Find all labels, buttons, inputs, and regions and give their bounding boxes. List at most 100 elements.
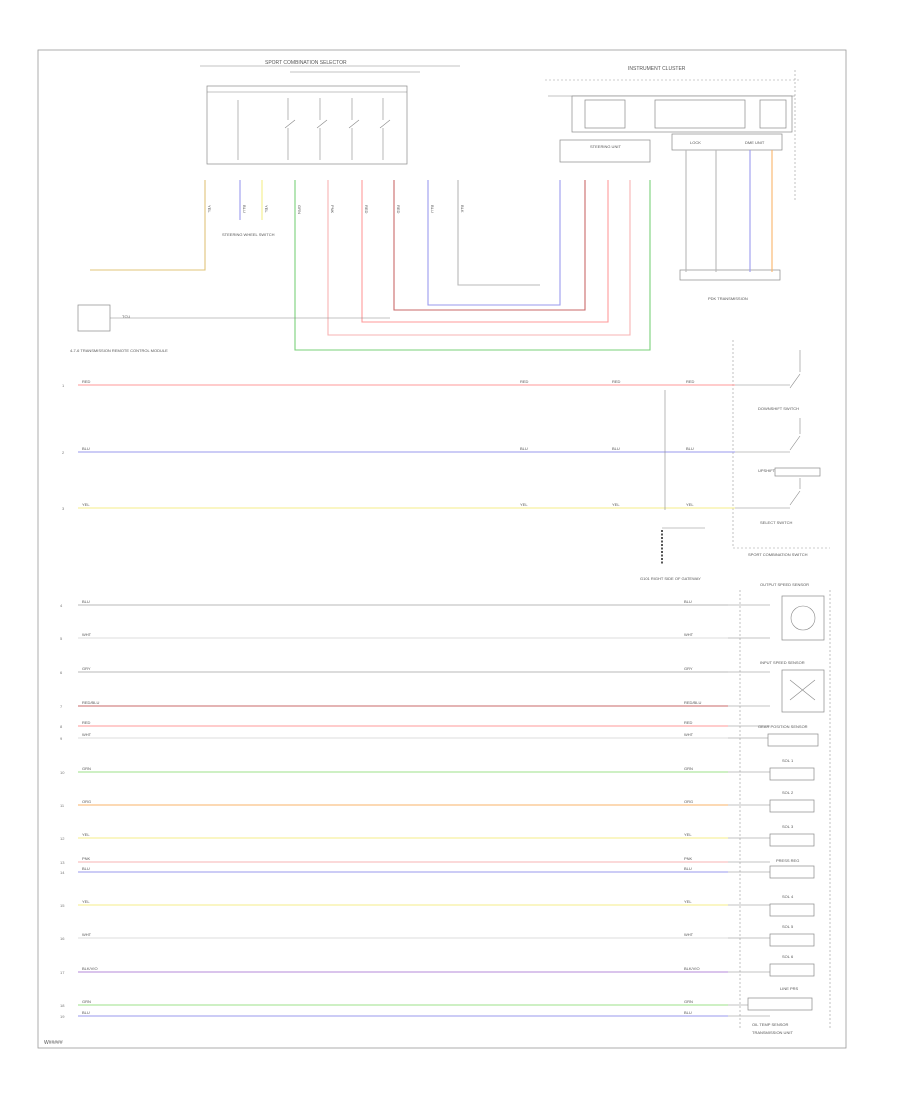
switch-wire-pin: 1 xyxy=(62,383,65,388)
sol3-label: SOL 3 xyxy=(782,824,794,829)
top-wire-label: BLU xyxy=(430,205,435,213)
bus-wire-pin: 19 xyxy=(60,1014,65,1019)
bus-wire-label-right: GRN xyxy=(684,766,693,771)
sol1-label: SOL 1 xyxy=(782,758,794,763)
pdk-transmission-label: PDK TRANSMISSION xyxy=(708,296,748,301)
steering-unit-label: STEERING UNIT xyxy=(590,144,621,149)
bus-wire-pin: 8 xyxy=(60,724,63,729)
left-box-label: TCU xyxy=(122,314,130,319)
bus-wire-label-left: YEL xyxy=(82,832,90,837)
bus-wire-label-right: ORG xyxy=(684,799,693,804)
bus-wire-label-left: WHT xyxy=(82,732,92,737)
top-wire-label: RED xyxy=(364,205,369,214)
dme-unit-label: DME UNIT xyxy=(745,140,765,145)
top-wire-label: PNK xyxy=(330,205,335,214)
bus-wire-label-left: BLU xyxy=(82,599,90,604)
input-speed-sensor xyxy=(781,669,825,713)
bus-wire-label-right: BLK/VIO xyxy=(684,966,700,971)
diagram-frame xyxy=(37,49,847,1049)
switch-wire-label-mid2: BLU xyxy=(612,446,620,451)
steering-wheel-switch-label: STEERING WHEEL SWITCH xyxy=(222,232,275,237)
press-reg-label: PRESS REG xyxy=(776,858,799,863)
top-wire-label: BLU xyxy=(242,205,247,213)
switch-wire-label-mid: RED xyxy=(520,379,529,384)
output-speed-sensor-label: OUTPUT SPEED SENSOR xyxy=(760,582,809,587)
transmission-unit-label: TRANSMISSION UNIT xyxy=(752,1030,793,1035)
sol5-label: SOL 5 xyxy=(782,924,794,929)
switch-wire-label-left: RED xyxy=(82,379,91,384)
top-wire xyxy=(457,180,540,286)
control-unit-label: LOCK xyxy=(690,140,701,145)
bus-wire-pin: 18 xyxy=(60,1003,65,1008)
output-speed-sensor xyxy=(781,595,825,641)
bus-wire-label-left: RED/BLU xyxy=(82,700,99,705)
downshift-switch-label: DOWNSHIFT SWITCH xyxy=(758,406,799,411)
top-wire-label: YEL xyxy=(264,205,269,213)
bus-wire-label-left: PNK xyxy=(82,856,91,861)
bus-wire-label-right: BLU xyxy=(684,1010,692,1015)
bus-wire-label-left: RED xyxy=(82,720,91,725)
bus-wire-label-left: BLK/VIO xyxy=(82,966,98,971)
sol6 xyxy=(769,963,815,977)
transmission-unit: OUTPUT SPEED SENSOR INPUT SPEED SENSOR G… xyxy=(739,582,831,1035)
oil-temp-sensor-label: OIL TEMP SENSOR xyxy=(752,1022,788,1027)
sol6-label: SOL 6 xyxy=(782,954,794,959)
switch-wire-label-right: BLU xyxy=(686,446,694,451)
bus-wire-label-right: RED xyxy=(684,720,693,725)
instrument-cluster-label: INSTRUMENT CLUSTER xyxy=(628,66,686,72)
bus-wire-pin: 9 xyxy=(60,736,63,741)
switch-wire-label-right: RED xyxy=(686,379,695,384)
bus-wire-label-left: WHT xyxy=(82,632,92,637)
press-reg xyxy=(769,865,815,879)
top-wire xyxy=(327,180,631,336)
gear-position-sensor-label: GEAR POSITION SENSOR xyxy=(758,724,808,729)
sol4-label: SOL 4 xyxy=(782,894,794,899)
footer-code: W##### xyxy=(44,1040,63,1046)
bus-wire-pin: 15 xyxy=(60,903,65,908)
bus-wire-pin: 5 xyxy=(60,636,63,641)
bus-wire-pin: 17 xyxy=(60,970,65,975)
sport-combination-switch-label: SPORT COMBINATION SWITCH xyxy=(748,552,808,557)
oil-temp-sensor xyxy=(747,997,813,1011)
sol2 xyxy=(769,799,815,813)
switch-wire-label-right: YEL xyxy=(686,502,694,507)
bus-wire-label-left: GRN xyxy=(82,999,91,1004)
bus-wire-label-right: RED/BLU xyxy=(684,700,701,705)
bus-wire-label-left: GRN xyxy=(82,766,91,771)
bus-wire-pin: 12 xyxy=(60,836,65,841)
bus-wire-label-right: GRN xyxy=(684,999,693,1004)
switch-wire-label-mid2: YEL xyxy=(612,502,620,507)
sol1 xyxy=(769,767,815,781)
top-wire-label: RED xyxy=(396,205,401,214)
bus-wire-pin: 14 xyxy=(60,870,65,875)
sport-combination-selector: SPORT COMBINATION SELECTOR xyxy=(200,60,460,165)
switch-wire-label-mid2: RED xyxy=(612,379,621,384)
bus-wire-pin: 10 xyxy=(60,770,65,775)
sport-combination-selector-label: SPORT COMBINATION SELECTOR xyxy=(265,60,347,66)
ground-label: G101 RIGHT SIDE OF GATEWAY xyxy=(640,576,701,581)
bus-wire-pin: 16 xyxy=(60,936,65,941)
sol5 xyxy=(769,933,815,947)
switch-wire-label-left: YEL xyxy=(82,502,90,507)
switch-panel: DOWNSHIFT SWITCH UPSHIFT SWITCH SELECT S… xyxy=(732,340,830,557)
input-speed-sensor-label: INPUT SPEED SENSOR xyxy=(760,660,805,665)
top-wire-label: BLK xyxy=(460,205,465,213)
bus-wire-pin: 4 xyxy=(60,603,63,608)
bus-wire-label-left: BLU xyxy=(82,866,90,871)
bus-wire-label-left: YEL xyxy=(82,899,90,904)
instrument-cluster: INSTRUMENT CLUSTER STEERING UNIT LOCK DM… xyxy=(545,66,800,301)
bus-wire-label-left: ORG xyxy=(82,799,91,804)
ground-point: G101 RIGHT SIDE OF GATEWAY xyxy=(640,390,705,581)
line-pressure-label: LINE PRS xyxy=(780,986,799,991)
bus-wire-label-right: WHT xyxy=(684,732,694,737)
top-wire xyxy=(294,180,651,351)
left-module: TCU 4-7-6 TRANSMISSION REMOTE CONTROL MO… xyxy=(70,304,168,353)
top-wire-label: YEL xyxy=(207,205,212,213)
top-wire xyxy=(393,180,586,311)
top-wire xyxy=(361,180,609,323)
bus-wire-label-right: GRY xyxy=(684,666,693,671)
bus-wire-pin: 7 xyxy=(60,704,63,709)
